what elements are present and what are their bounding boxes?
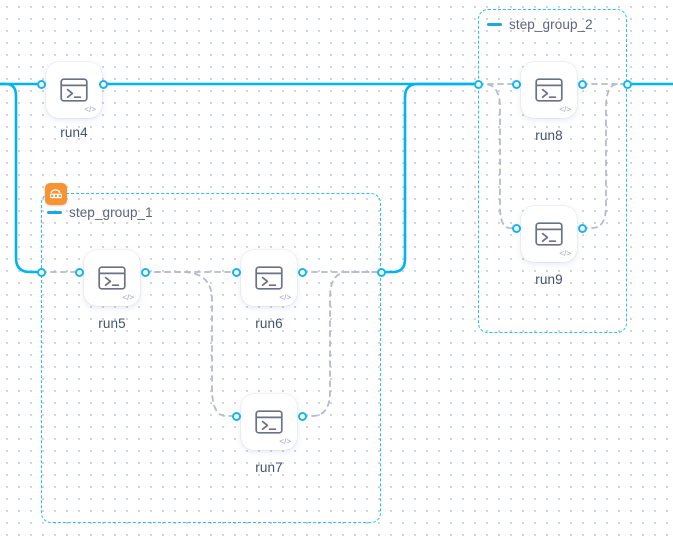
node-card-run7[interactable]: </>	[241, 394, 297, 450]
port-step-group-2-output[interactable]	[622, 79, 632, 89]
terminal-icon	[535, 222, 563, 246]
port-run4-input[interactable]	[36, 79, 46, 89]
code-badge-icon: </>	[122, 293, 134, 302]
group-header-step-group-1[interactable]: step_group_1	[47, 206, 153, 220]
code-badge-icon: </>	[559, 249, 571, 258]
node-card-run4[interactable]: </>	[46, 62, 102, 118]
port-run5-input[interactable]	[74, 267, 84, 277]
node-label-run6: run6	[255, 316, 283, 331]
minus-icon[interactable]	[47, 211, 62, 215]
group-label-step-group-2: step_group_2	[509, 17, 593, 32]
port-run7-input[interactable]	[231, 411, 241, 421]
port-run4-output[interactable]	[98, 79, 108, 89]
code-badge-icon: </>	[559, 105, 571, 114]
node-card-run8[interactable]: </>	[521, 62, 577, 118]
node-label-run4: run4	[60, 125, 88, 140]
group-step-group-1[interactable]	[41, 193, 381, 523]
node-label-run9: run9	[535, 272, 563, 287]
port-run7-output[interactable]	[297, 411, 307, 421]
port-step-group-2-input[interactable]	[473, 79, 483, 89]
port-step-group-1-input[interactable]	[36, 267, 46, 277]
batch-step-icon[interactable]	[45, 183, 67, 205]
port-run8-output[interactable]	[577, 79, 587, 89]
port-run8-input[interactable]	[511, 79, 521, 89]
node-label-run5: run5	[98, 316, 126, 331]
node-card-run9[interactable]: </>	[521, 206, 577, 262]
node-label-run7: run7	[255, 460, 283, 475]
code-badge-icon: </>	[279, 437, 291, 446]
port-run9-output[interactable]	[577, 223, 587, 233]
port-run6-output[interactable]	[297, 267, 307, 277]
group-label-step-group-1: step_group_1	[69, 205, 153, 220]
terminal-icon	[535, 78, 563, 102]
group-header-step-group-2[interactable]: step_group_2	[487, 18, 593, 32]
terminal-icon	[60, 78, 88, 102]
node-card-run6[interactable]: </>	[241, 250, 297, 306]
group-step-group-2[interactable]	[478, 9, 627, 333]
port-run5-output[interactable]	[140, 267, 150, 277]
node-label-run8: run8	[535, 128, 563, 143]
node-card-run5[interactable]: </>	[84, 250, 140, 306]
terminal-icon	[255, 410, 283, 434]
port-run9-input[interactable]	[511, 223, 521, 233]
terminal-icon	[98, 266, 126, 290]
code-badge-icon: </>	[279, 293, 291, 302]
port-run6-input[interactable]	[231, 267, 241, 277]
code-badge-icon: </>	[84, 105, 96, 114]
minus-icon[interactable]	[487, 23, 502, 27]
terminal-icon	[255, 266, 283, 290]
port-step-group-1-output[interactable]	[376, 267, 386, 277]
